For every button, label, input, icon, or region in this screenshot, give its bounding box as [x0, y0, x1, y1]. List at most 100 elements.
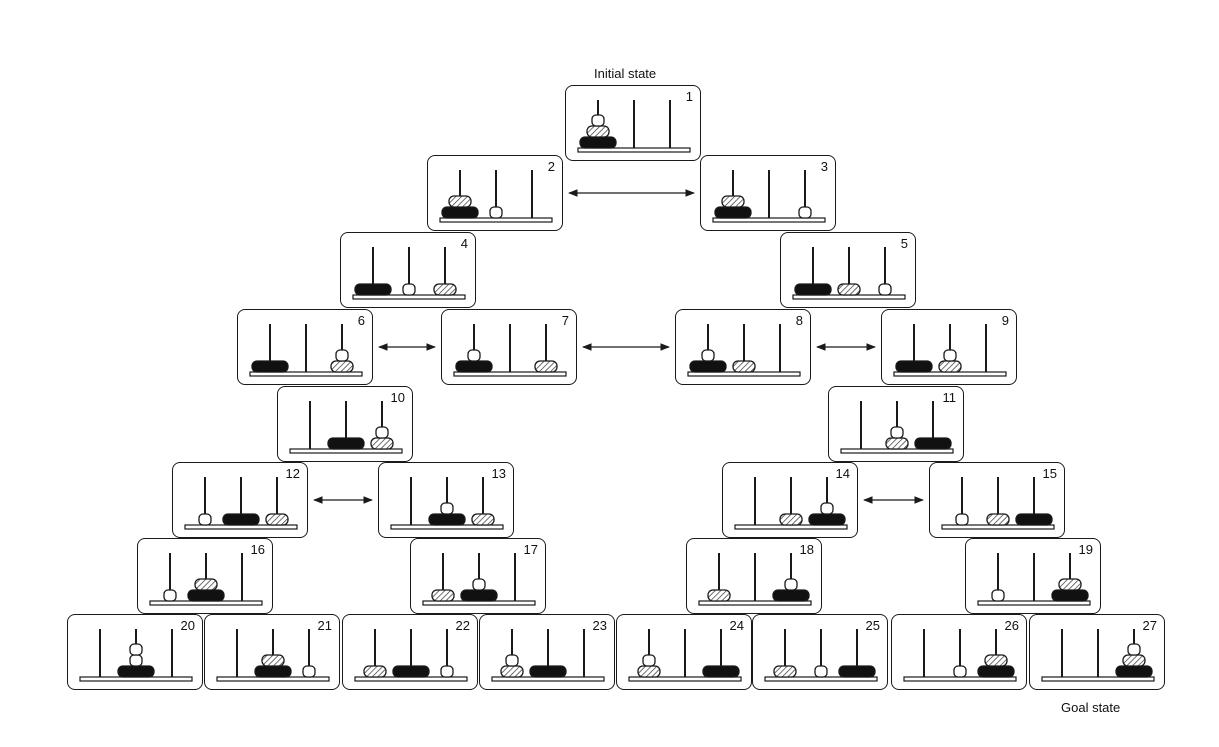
state-20-drawing: [79, 629, 193, 682]
state-box-5: 5: [780, 232, 916, 308]
small-disk: [440, 665, 454, 678]
state-box-20: 20: [67, 614, 203, 690]
state-9-drawing: [893, 324, 1007, 377]
state-number: 8: [795, 313, 803, 328]
small-disk: [440, 502, 454, 515]
state-number: 3: [820, 159, 828, 174]
state-26-drawing: [903, 629, 1017, 682]
state-box-10: 10: [277, 386, 413, 462]
small-disk: [701, 349, 715, 362]
small-disk: [955, 513, 969, 526]
state-number: 4: [460, 236, 468, 251]
medium-disk: [194, 578, 218, 591]
small-disk: [335, 349, 349, 362]
state-box-6: 6: [237, 309, 373, 385]
initial-state-label: Initial state: [594, 66, 657, 81]
state-number: 19: [1078, 542, 1093, 557]
state-6-drawing: [249, 324, 363, 377]
state-box-3: 3: [700, 155, 836, 231]
large-disk: [914, 437, 952, 450]
state-number: 2: [547, 159, 555, 174]
small-disk: [953, 665, 967, 678]
large-disk: [772, 589, 810, 602]
state-box-24: 24: [616, 614, 752, 690]
state-7-drawing: [453, 324, 567, 377]
medium-disk: [330, 360, 354, 373]
large-disk: [392, 665, 430, 678]
medium-disk: [433, 283, 457, 296]
medium-disk: [265, 513, 289, 526]
small-disk: [375, 426, 389, 439]
small-disk: [820, 502, 834, 515]
state-number: 12: [285, 466, 300, 481]
small-disk: [1127, 643, 1141, 656]
large-disk: [428, 513, 466, 526]
state-8-drawing: [687, 324, 801, 377]
small-disk: [489, 206, 503, 219]
state-box-26: 26: [891, 614, 1027, 690]
medium-disk: [1058, 578, 1082, 591]
small-disk: [505, 654, 519, 667]
state-number: 20: [180, 618, 195, 633]
state-number: 1: [685, 89, 693, 104]
large-disk: [794, 283, 832, 296]
small-disk: [784, 578, 798, 591]
small-disk: [302, 665, 316, 678]
state-box-27: 27: [1029, 614, 1165, 690]
medium-disk: [732, 360, 756, 373]
state-box-4: 4: [340, 232, 476, 308]
medium-disk: [938, 360, 962, 373]
small-disk: [798, 206, 812, 219]
small-disk: [890, 426, 904, 439]
goal-state-label: Goal state: [1061, 700, 1121, 715]
state-1-drawing: [577, 100, 691, 153]
large-disk: [529, 665, 567, 678]
state-number: 9: [1001, 313, 1009, 328]
large-disk: [977, 665, 1015, 678]
state-17-drawing: [422, 553, 536, 606]
state-16-drawing: [149, 553, 263, 606]
medium-disk: [1122, 654, 1146, 667]
state-box-23: 23: [479, 614, 615, 690]
medium-disk: [721, 195, 745, 208]
state-number: 10: [390, 390, 405, 405]
state-number: 6: [357, 313, 365, 328]
medium-disk: [773, 665, 797, 678]
large-disk: [714, 206, 752, 219]
medium-disk: [370, 437, 394, 450]
state-box-18: 18: [686, 538, 822, 614]
small-disk: [467, 349, 481, 362]
large-disk: [702, 665, 740, 678]
state-22-drawing: [354, 629, 468, 682]
state-5-drawing: [792, 247, 906, 300]
state-number: 25: [865, 618, 880, 633]
small-disk: [642, 654, 656, 667]
state-box-22: 22: [342, 614, 478, 690]
state-25-drawing: [764, 629, 878, 682]
state-15-drawing: [941, 477, 1055, 530]
state-13-drawing: [390, 477, 504, 530]
state-box-15: 15: [929, 462, 1065, 538]
small-disk: [814, 665, 828, 678]
state-3-drawing: [712, 170, 826, 223]
medium-disk: [885, 437, 909, 450]
small-disk: [129, 654, 143, 667]
medium-disk: [471, 513, 495, 526]
state-box-12: 12: [172, 462, 308, 538]
small-disk: [591, 114, 605, 127]
small-disk: [163, 589, 177, 602]
large-disk: [808, 513, 846, 526]
state-number: 16: [250, 542, 265, 557]
large-disk: [460, 589, 498, 602]
medium-disk: [637, 665, 661, 678]
state-number: 24: [729, 618, 744, 633]
medium-disk: [779, 513, 803, 526]
state-number: 22: [455, 618, 470, 633]
state-number: 27: [1142, 618, 1157, 633]
large-disk: [354, 283, 392, 296]
state-box-11: 11: [828, 386, 964, 462]
state-number: 17: [523, 542, 538, 557]
state-number: 14: [835, 466, 850, 481]
